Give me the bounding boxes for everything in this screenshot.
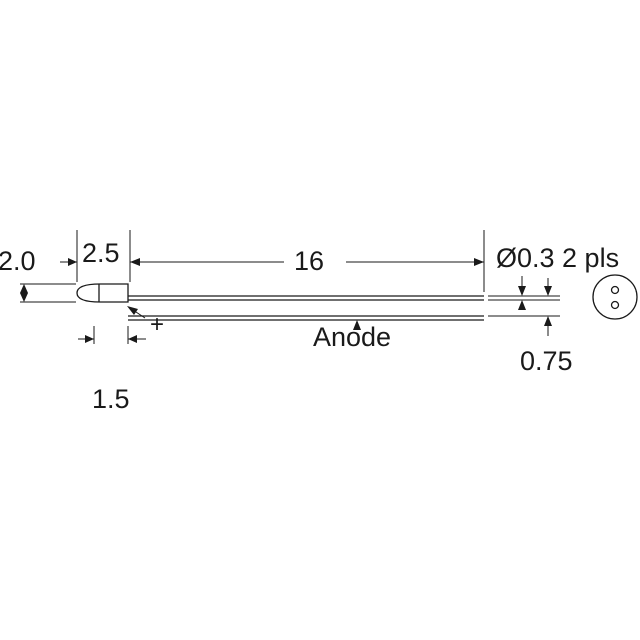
anode-marker: Anode xyxy=(313,320,391,352)
dim-body-height: 2.0 xyxy=(0,246,36,302)
plus-marker: + xyxy=(127,306,164,338)
dim-lead-diameter: Ø0.3 2 pls xyxy=(496,243,619,310)
arrow-up xyxy=(20,284,28,293)
dim-flange-length-label: 1.5 xyxy=(92,384,130,414)
arrow-left xyxy=(130,258,140,266)
dim-lead-length-label: 16 xyxy=(294,246,324,276)
arrow-leader xyxy=(127,306,138,315)
leads xyxy=(128,295,484,321)
lead-hole-bottom xyxy=(610,300,620,310)
dim-lead-diameter-label: Ø0.3 2 pls xyxy=(496,243,619,273)
arrow-left xyxy=(128,335,137,343)
dim-lens-length: 2.5 xyxy=(60,238,120,268)
led-body xyxy=(76,283,129,303)
dim-lead-spacing: 0.75 xyxy=(520,278,573,376)
dim-lens-length-label: 2.5 xyxy=(82,238,120,268)
arrow-down xyxy=(20,293,28,302)
dim-lead-length: 16 xyxy=(130,246,484,276)
arrow-right xyxy=(474,258,484,266)
lead-hole-top xyxy=(610,285,620,295)
led-dome xyxy=(76,283,129,303)
arrow-up xyxy=(544,316,552,326)
dim-lead-spacing-label: 0.75 xyxy=(520,346,573,376)
arrow-down xyxy=(544,286,552,296)
arrow-up xyxy=(353,320,361,330)
dim-flange-length: 1.5 xyxy=(78,335,146,414)
arrow-right xyxy=(85,335,94,343)
arrow-up xyxy=(518,300,526,310)
arrow-right xyxy=(68,258,77,266)
plus-label: + xyxy=(150,311,164,338)
anode-label: Anode xyxy=(313,322,391,352)
end-view-outline xyxy=(592,274,638,320)
led-end-view xyxy=(592,274,638,320)
arrow-down xyxy=(518,286,526,296)
dim-body-height-label: 2.0 xyxy=(0,246,36,276)
